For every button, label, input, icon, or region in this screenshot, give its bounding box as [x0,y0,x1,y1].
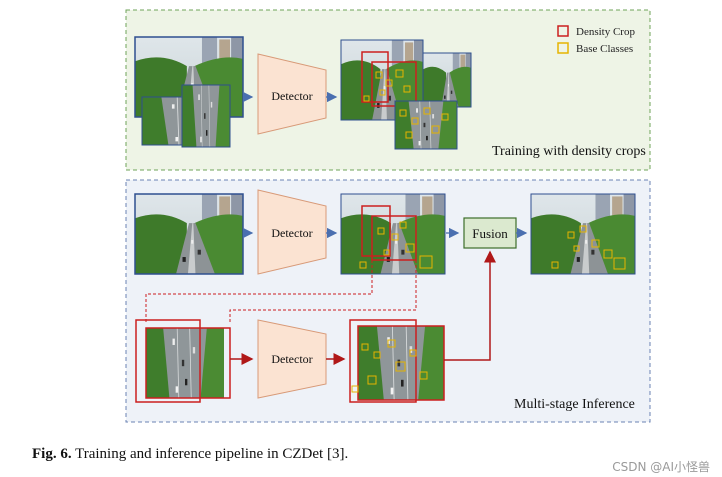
inference-stage1-output [340,193,446,275]
inference-crop-inputs [135,319,231,403]
detector-label: Detector [271,352,312,366]
inference-panel-label: Multi-stage Inference [514,397,635,412]
inference-final-output [530,193,636,275]
caption-prefix: Fig. 6. [32,446,72,462]
training-output-images [340,39,472,150]
figure-caption: Fig. 6. Training and inference pipeline … [32,446,348,463]
detector-inference-stage1: Detector [257,189,327,275]
crop-guide-lines [145,260,417,322]
density-crop-swatch [557,25,569,37]
inference-input-image [134,193,244,275]
inference-stage2-output [349,319,445,403]
watermark: CSDN @AI小怪兽 [612,460,710,474]
stage2-to-fusion-arrow [444,250,496,361]
detector-inference-stage2: Detector [257,319,327,399]
legend: Density Crop Base Classes [557,25,635,55]
fusion-node: Fusion [463,217,517,249]
fusion-label: Fusion [472,226,508,241]
legend-base-classes: Base Classes [576,43,633,55]
training-input-images [134,36,244,148]
detector-training: Detector [257,53,327,135]
base-classes-swatch [557,42,569,54]
detector-label: Detector [271,89,312,103]
caption-text: Training and inference pipeline in CZDet… [71,446,349,462]
detector-label: Detector [271,226,312,240]
legend-density-crop: Density Crop [576,26,635,38]
training-panel-label: Training with density crops [492,144,646,159]
